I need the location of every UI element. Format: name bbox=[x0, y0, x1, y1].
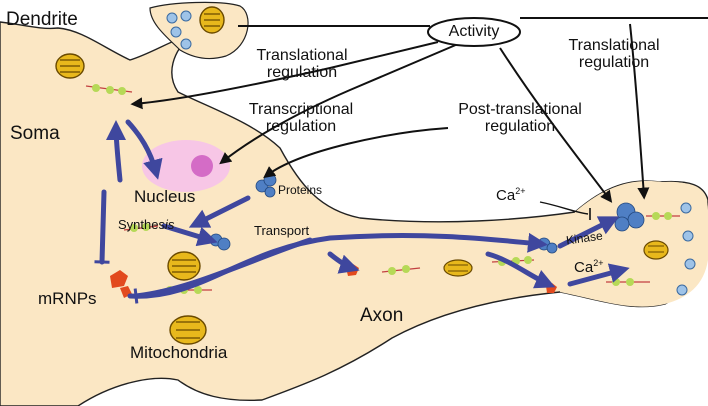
mitochondrion-5 bbox=[443, 259, 473, 277]
mitochondrion-3 bbox=[167, 251, 201, 281]
transport-label: Transport bbox=[254, 223, 310, 238]
process-arrows bbox=[94, 119, 630, 304]
calcium-charge: 2+ bbox=[515, 186, 526, 196]
activity-label: Activity bbox=[448, 23, 500, 40]
translational-regulation-terminal-label: Translational regulation bbox=[568, 37, 660, 71]
synthesis-text: Synthes bbox=[118, 217, 165, 232]
calcium-charge-2: 2+ bbox=[593, 258, 604, 268]
mrnps-label: mRNPs bbox=[38, 289, 97, 308]
calcium-label-lower: Ca2+ bbox=[574, 258, 604, 276]
nucleus-label: Nucleus bbox=[134, 187, 196, 206]
translational-regulation-dendrite-label: Translational regulation bbox=[256, 47, 348, 81]
synthesis-label: Synthesis bbox=[118, 218, 174, 231]
region-label-soma: Soma bbox=[10, 123, 60, 144]
mitochondrion-4 bbox=[169, 315, 207, 345]
calcium-text: Ca bbox=[496, 187, 516, 204]
post-translational-regulation-label: Post-translational regulation bbox=[458, 101, 582, 135]
vesicles-dendrite bbox=[166, 10, 192, 50]
activity-node bbox=[427, 17, 521, 47]
mitochondria-label: Mitochondria bbox=[130, 343, 228, 362]
nucleus bbox=[142, 140, 230, 192]
synthesis-suffix: is bbox=[164, 217, 175, 232]
ca-kinase-connector bbox=[539, 201, 589, 215]
mitochondrion-2 bbox=[199, 6, 225, 34]
calcium-label-upper: Ca2+ bbox=[496, 186, 526, 204]
regulation-arrows bbox=[130, 17, 708, 203]
transcriptional-regulation-label: Transcriptional regulation bbox=[248, 101, 354, 135]
region-label-axon: Axon bbox=[360, 305, 404, 326]
region-label-dendrite: Dendrite bbox=[6, 9, 78, 30]
proteins-label: Proteins bbox=[278, 183, 323, 197]
vesicles-terminal bbox=[676, 202, 696, 296]
mitochondrion-6 bbox=[643, 240, 669, 260]
mitochondrion-1 bbox=[55, 53, 85, 79]
calcium-text-2: Ca bbox=[574, 259, 594, 276]
nucleolus bbox=[191, 155, 213, 177]
